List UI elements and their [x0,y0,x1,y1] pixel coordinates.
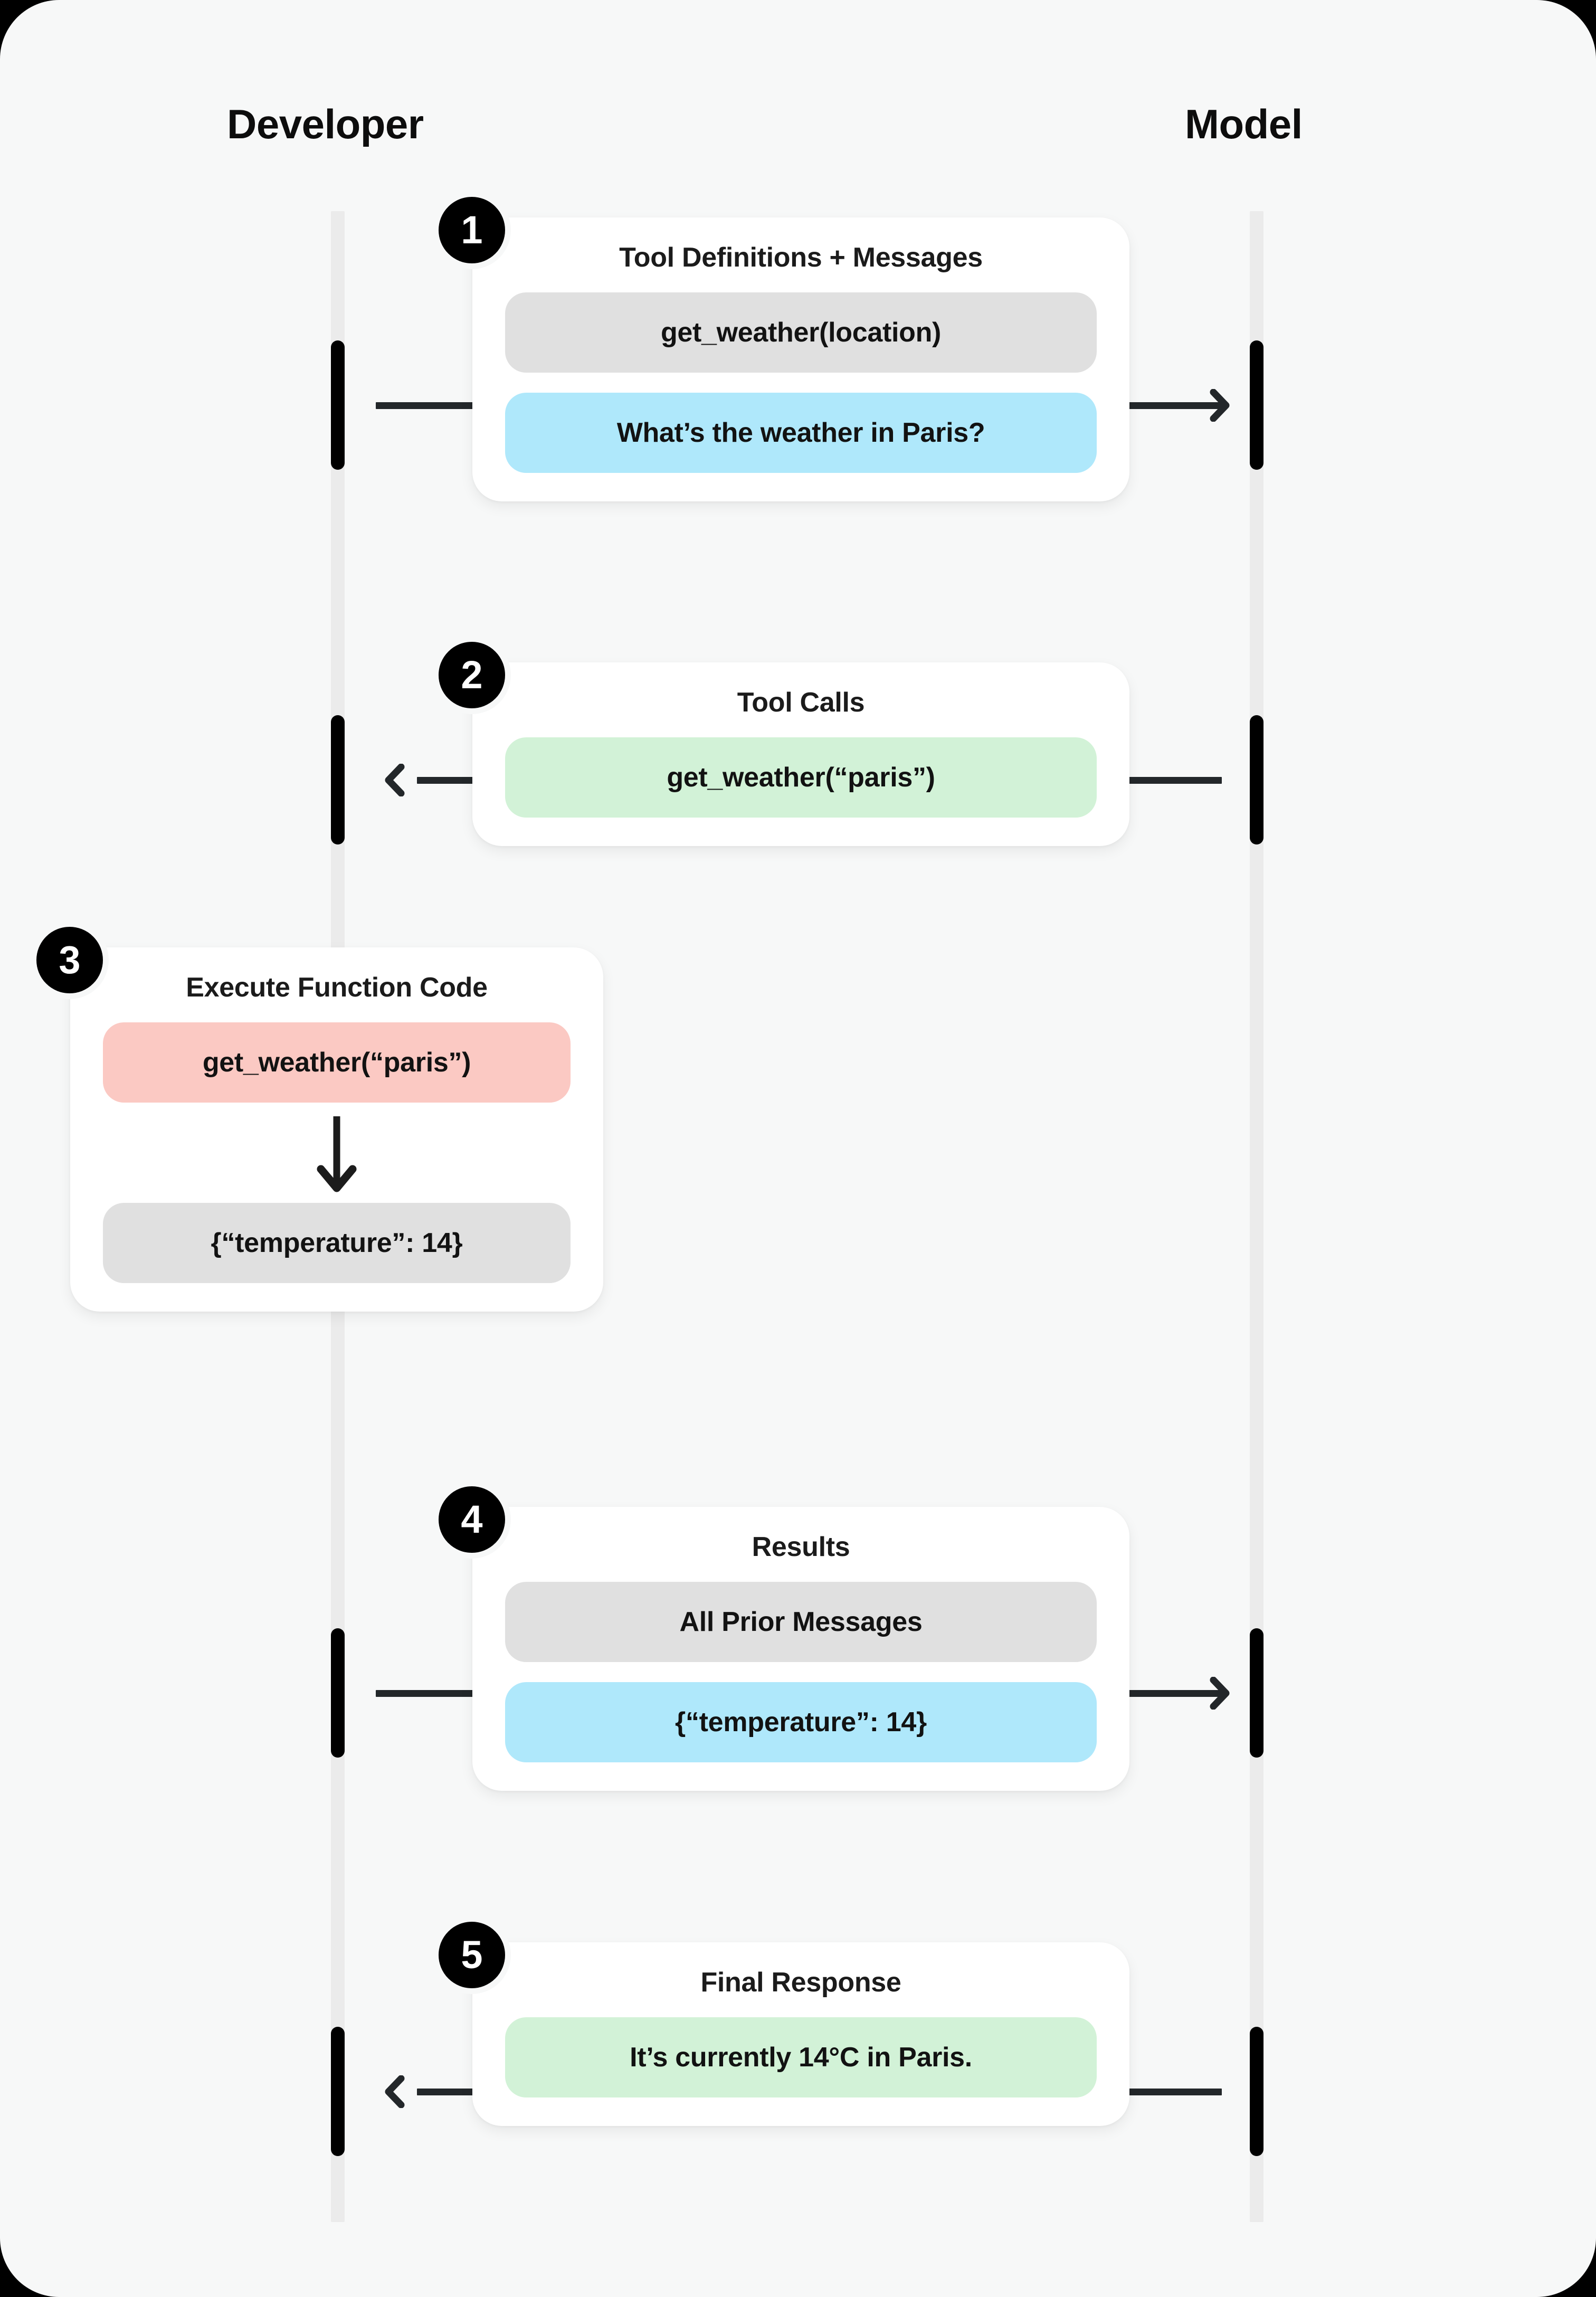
arrow-left-icon-step5 [376,2075,408,2108]
activation-bar-developer-step5 [331,2027,345,2156]
step-badge-5: 5 [433,1916,511,1994]
step-card-1[interactable]: Tool Definitions + Messages get_weather(… [472,217,1129,501]
column-header-model: Model [1185,101,1303,147]
activation-bar-model-step5 [1250,2027,1264,2156]
activation-bar-developer-step4 [331,1628,345,1758]
step-card-3-title: Execute Function Code [186,972,488,1003]
column-header-developer: Developer [227,101,424,147]
step-card-5[interactable]: Final Response It’s currently 14°C in Pa… [472,1942,1129,2126]
chip-tool-result-message: {“temperature”: 14} [505,1682,1097,1762]
message-line-step4-right [1127,1690,1222,1697]
step-card-4-title: Results [752,1532,850,1562]
chip-function-result: {“temperature”: 14} [103,1203,571,1283]
chip-tool-call: get_weather(“paris”) [505,737,1097,818]
arrow-left-icon-step2 [376,764,408,796]
message-line-step1-left [376,402,497,409]
step-badge-3: 3 [31,921,109,999]
message-line-step4-left [376,1690,497,1697]
chip-user-message: What’s the weather in Paris? [505,393,1097,473]
arrow-right-icon-step1 [1206,389,1239,422]
lifeline-model [1250,211,1264,2222]
activation-bar-model-step4 [1250,1628,1264,1758]
message-line-step5-right [1127,2089,1222,2095]
step-card-2[interactable]: Tool Calls get_weather(“paris”) [472,662,1129,846]
activation-bar-model-step2 [1250,715,1264,844]
step-badge-4: 4 [433,1480,511,1559]
message-line-step2-right [1127,777,1222,784]
arrow-down-icon-step3 [316,1114,358,1193]
activation-bar-developer-step1 [331,340,345,470]
step-card-2-title: Tool Calls [737,687,865,718]
step-badge-2: 2 [433,636,511,714]
chip-function-invocation: get_weather(“paris”) [103,1022,571,1103]
step-card-3[interactable]: Execute Function Code get_weather(“paris… [70,947,603,1312]
chip-final-response: It’s currently 14°C in Paris. [505,2017,1097,2097]
activation-bar-model-step1 [1250,340,1264,470]
activation-bar-developer-step2 [331,715,345,844]
step-card-4[interactable]: Results All Prior Messages {“temperature… [472,1507,1129,1791]
step-badge-1: 1 [433,191,511,269]
message-line-step1-right [1127,402,1222,409]
chip-all-prior-messages: All Prior Messages [505,1582,1097,1662]
step-card-5-title: Final Response [700,1967,901,1998]
arrow-right-icon-step4 [1206,1677,1239,1710]
step-card-1-title: Tool Definitions + Messages [619,242,983,273]
chip-tool-definition: get_weather(location) [505,292,1097,373]
